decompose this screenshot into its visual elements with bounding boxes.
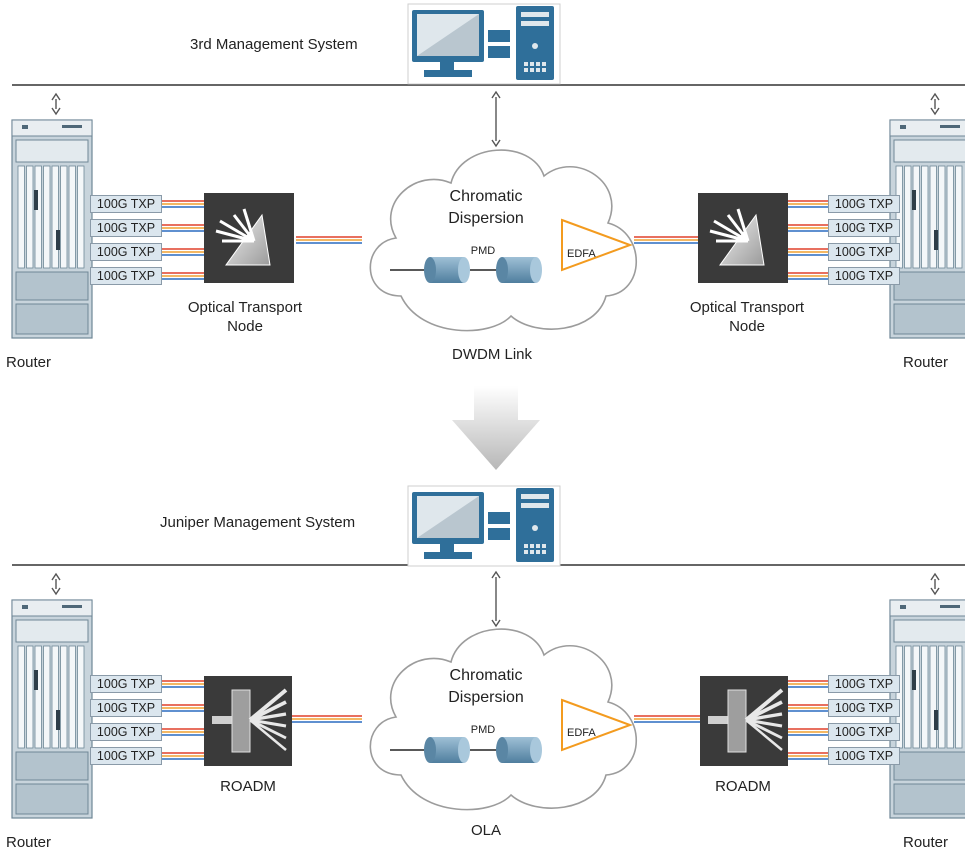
txp-left-3: 100G TXP bbox=[90, 723, 162, 741]
txp-left-2: 100G TXP bbox=[90, 699, 162, 717]
fiber-bundle bbox=[788, 680, 828, 688]
management-system-label: 3rd Management System bbox=[190, 36, 358, 53]
link-arrow-icon bbox=[51, 92, 61, 116]
router-chassis-icon bbox=[889, 599, 965, 819]
edfa-label: EDFA bbox=[567, 248, 596, 260]
management-computer-icon bbox=[407, 485, 561, 567]
link-arrow-icon bbox=[930, 572, 940, 596]
fiber-bundle bbox=[634, 715, 700, 723]
fiber-bundle bbox=[162, 704, 204, 712]
txp-right-3: 100G TXP bbox=[828, 243, 900, 261]
link-arrow-icon bbox=[930, 92, 940, 116]
roadm-icon bbox=[700, 676, 788, 766]
fiber-bundle bbox=[786, 272, 828, 280]
fiber-bundle bbox=[162, 248, 206, 256]
router-left-label: Router bbox=[6, 834, 52, 851]
chromatic-dispersion-label: Chromatic Dispersion bbox=[448, 188, 524, 227]
prism-icon bbox=[204, 193, 294, 283]
pmd-label: PMD bbox=[470, 245, 496, 257]
link-arrow-icon bbox=[51, 572, 61, 596]
optical-node-left-label: Optical Transport Node bbox=[187, 299, 303, 335]
link-arrow-icon bbox=[491, 570, 501, 628]
fiber-bundle bbox=[788, 752, 828, 760]
pmd-label: PMD bbox=[470, 724, 496, 736]
roadm-icon bbox=[204, 676, 292, 766]
txp-left-3: 100G TXP bbox=[90, 243, 162, 261]
fiber-bundle bbox=[162, 272, 206, 280]
fiber-spool-icon bbox=[496, 257, 542, 283]
roadm-left-label: ROADM bbox=[220, 778, 276, 795]
fiber-bundle bbox=[292, 715, 362, 723]
fiber-spool-icon bbox=[496, 737, 542, 763]
router-right-label: Router bbox=[903, 354, 949, 371]
txp-left-1: 100G TXP bbox=[90, 195, 162, 213]
ola-label: OLA bbox=[470, 822, 502, 839]
fiber-spool-icon bbox=[424, 737, 470, 763]
dwdm-link-label: DWDM Link bbox=[451, 346, 533, 363]
fiber-spool-icon bbox=[424, 257, 470, 283]
optical-node-right-label: Optical Transport Node bbox=[689, 299, 805, 335]
fiber-bundle bbox=[162, 728, 204, 736]
fiber-bundle bbox=[788, 704, 828, 712]
txp-right-2: 100G TXP bbox=[828, 699, 900, 717]
chromatic-dispersion-label: Chromatic Dispersion bbox=[448, 667, 524, 706]
management-computer-icon bbox=[407, 3, 561, 85]
management-system-label: Juniper Management System bbox=[160, 514, 356, 531]
txp-right-4: 100G TXP bbox=[828, 267, 900, 285]
edfa-amplifier-icon bbox=[561, 698, 633, 752]
fiber-bundle bbox=[162, 224, 206, 232]
txp-right-1: 100G TXP bbox=[828, 195, 900, 213]
txp-left-4: 100G TXP bbox=[90, 267, 162, 285]
fiber-bundle bbox=[162, 200, 206, 208]
fiber-bundle bbox=[162, 752, 204, 760]
transition-arrow-icon bbox=[452, 386, 540, 470]
fiber-bundle bbox=[786, 248, 828, 256]
link-arrow-icon bbox=[491, 90, 501, 148]
fiber-bundle bbox=[634, 236, 698, 244]
edfa-amplifier-icon bbox=[561, 218, 633, 272]
fiber-bundle bbox=[786, 200, 828, 208]
router-right-label: Router bbox=[903, 834, 949, 851]
prism-icon bbox=[698, 193, 788, 283]
router-chassis-icon bbox=[889, 119, 965, 339]
txp-right-3: 100G TXP bbox=[828, 723, 900, 741]
router-chassis-icon bbox=[11, 599, 93, 819]
cloud-icon bbox=[369, 628, 638, 811]
txp-right-2: 100G TXP bbox=[828, 219, 900, 237]
txp-right-4: 100G TXP bbox=[828, 747, 900, 765]
edfa-label: EDFA bbox=[567, 727, 596, 739]
router-left-label: Router bbox=[6, 354, 52, 371]
fiber-bundle bbox=[162, 680, 204, 688]
txp-left-4: 100G TXP bbox=[90, 747, 162, 765]
txp-left-1: 100G TXP bbox=[90, 675, 162, 693]
fiber-bundle bbox=[786, 224, 828, 232]
fiber-bundle bbox=[788, 728, 828, 736]
txp-right-1: 100G TXP bbox=[828, 675, 900, 693]
router-chassis-icon bbox=[11, 119, 93, 339]
roadm-right-label: ROADM bbox=[715, 778, 771, 795]
txp-left-2: 100G TXP bbox=[90, 219, 162, 237]
cloud-icon bbox=[369, 149, 638, 332]
fiber-bundle bbox=[296, 236, 362, 244]
